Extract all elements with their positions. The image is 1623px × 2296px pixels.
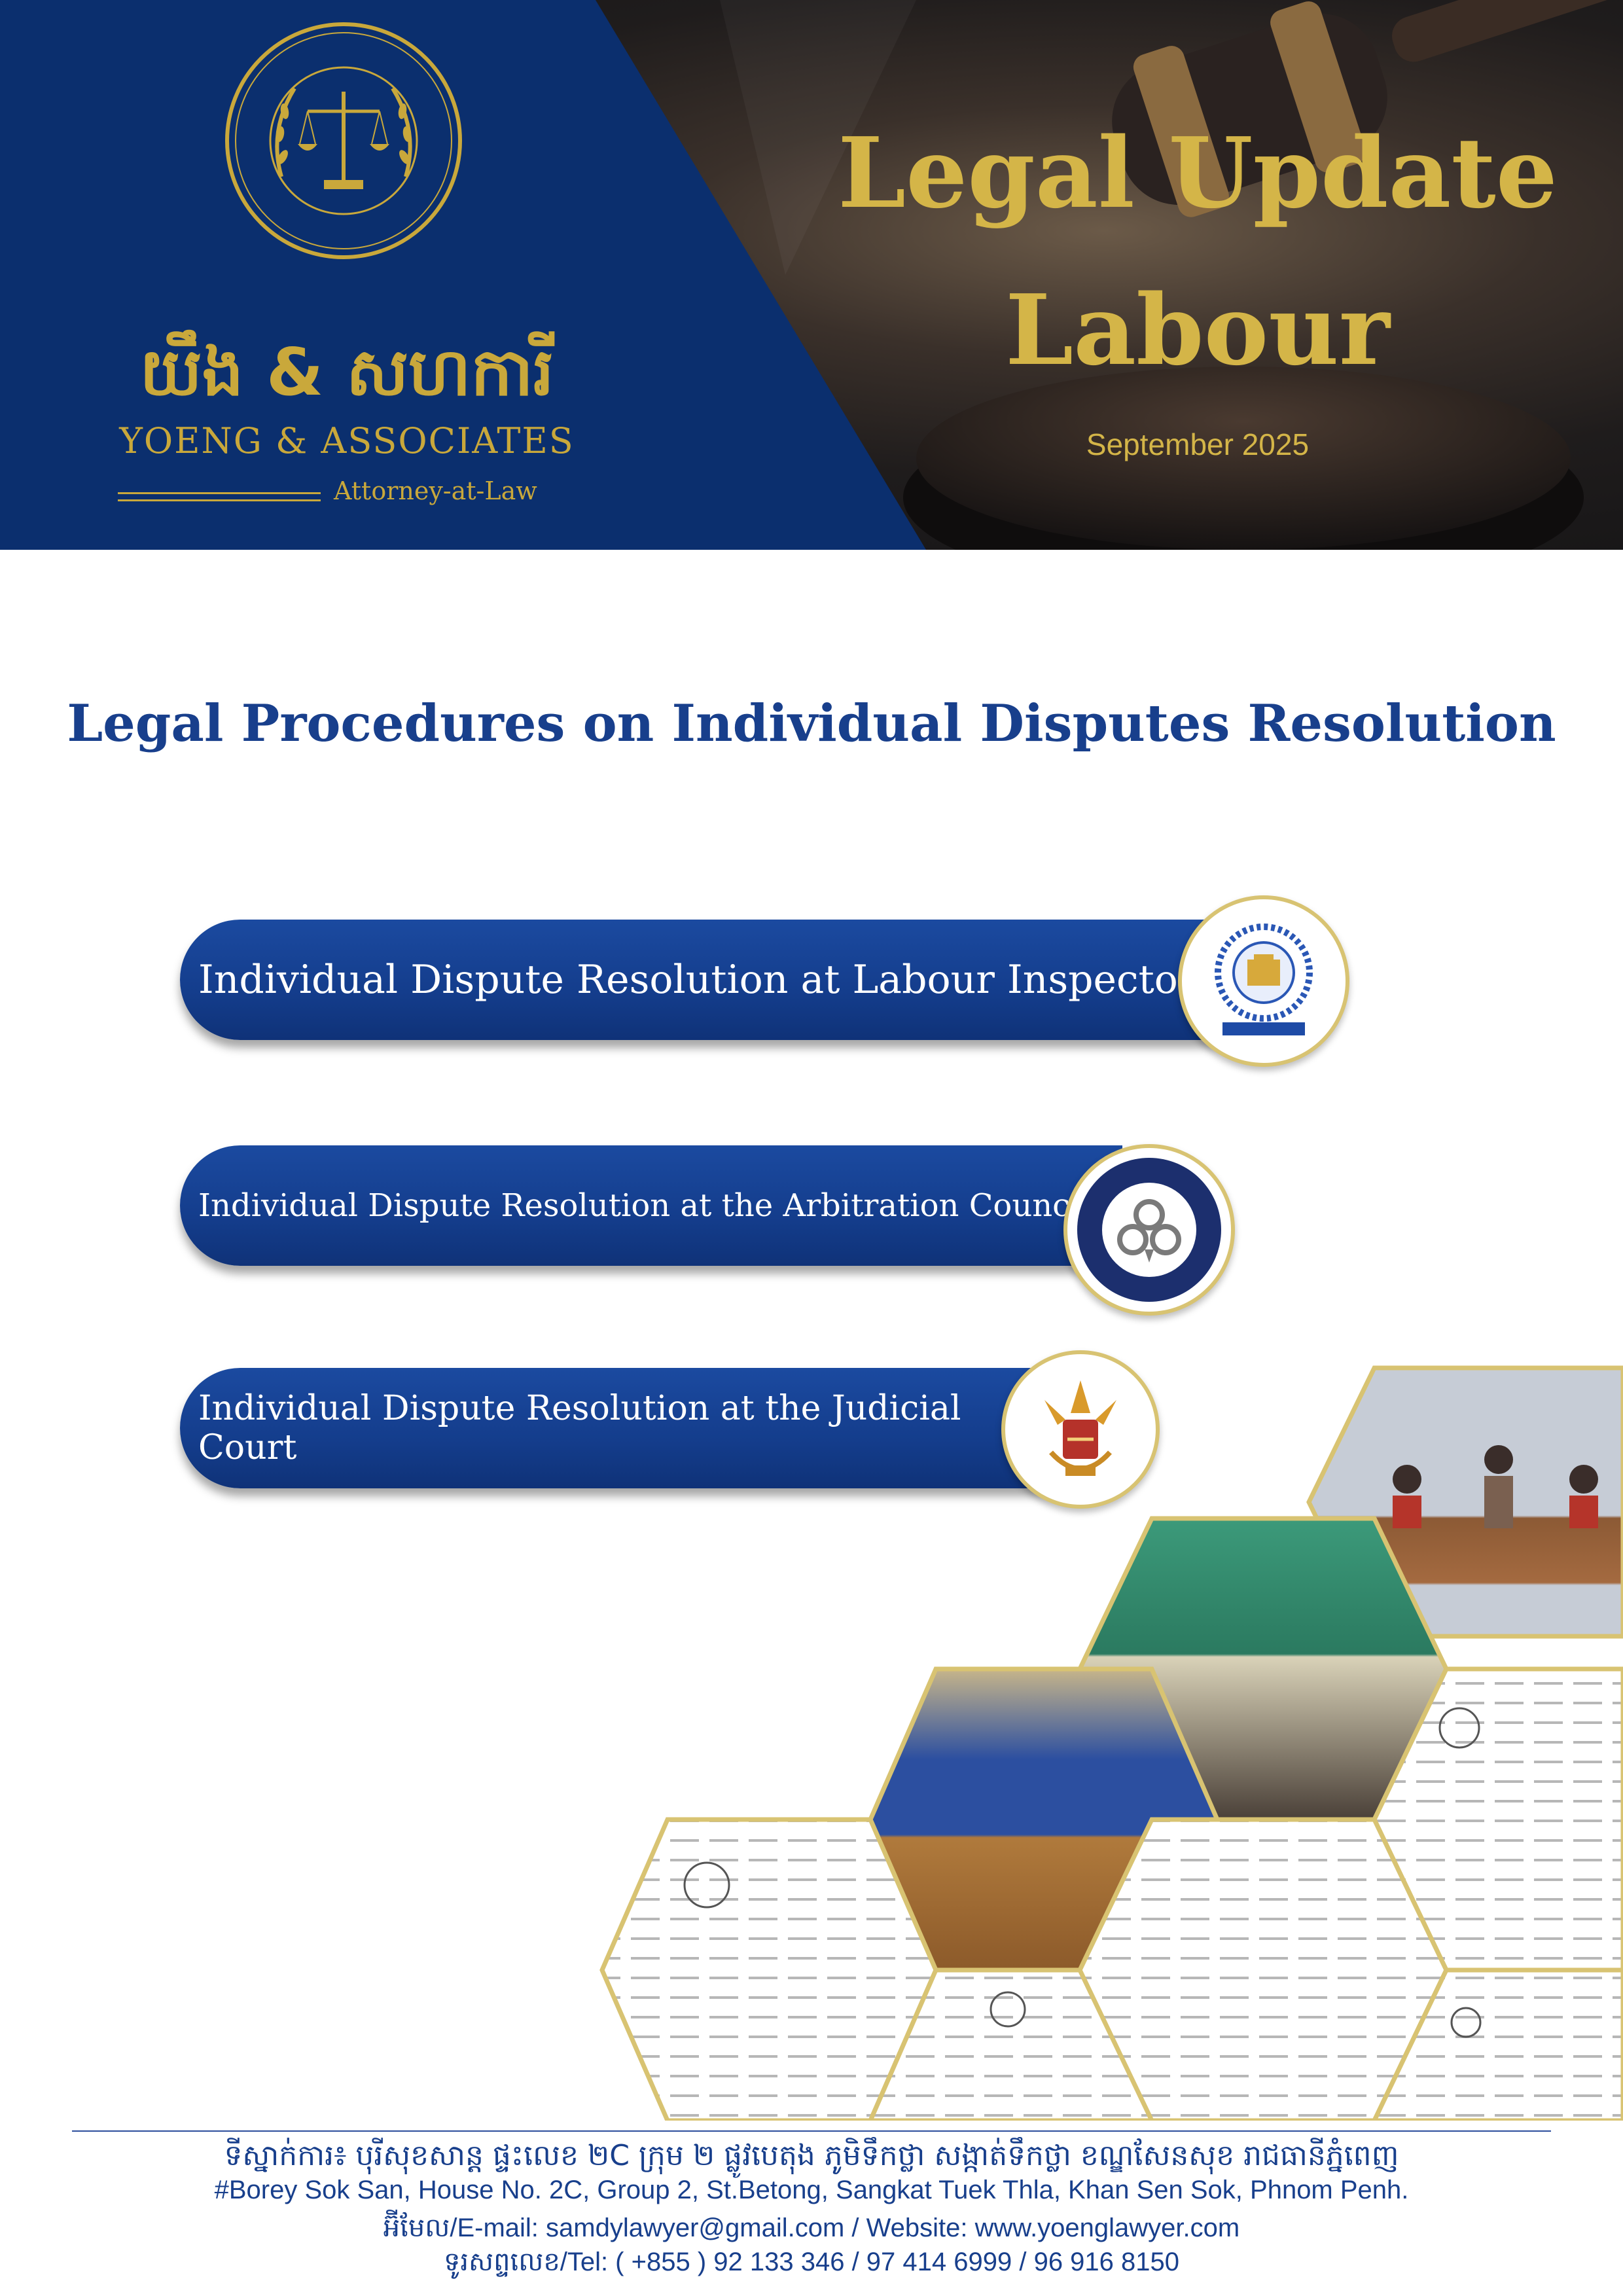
procedure-labour-inspector: Individual Dispute Resolution at Labour … bbox=[180, 920, 1221, 1040]
scales-of-justice-seal-icon bbox=[225, 22, 462, 259]
footer-divider bbox=[72, 2130, 1551, 2132]
header-banner: យឹង & សហការី YOENG & ASSOCIATES Attorney… bbox=[0, 0, 1623, 550]
footer-contact-phone: ទូរសព្ទលេខ/Tel: ( +855 ) 92 133 346 / 97… bbox=[443, 2248, 1180, 2276]
procedure-label: Individual Dispute Resolution at the Arb… bbox=[198, 1187, 1090, 1224]
arbitration-council-emblem-icon bbox=[1063, 1144, 1235, 1316]
judicial-court-emblem-icon bbox=[1001, 1350, 1160, 1509]
footer-address-english: #Borey Sok San, House No. 2C, Group 2, S… bbox=[214, 2176, 1409, 2204]
footer-contact-email: អ៊ីមែល/E-mail: samdylawyer@gmail.com / W… bbox=[383, 2214, 1240, 2242]
firm-name-english: YOENG & ASSOCIATES bbox=[119, 420, 575, 461]
page-title: Legal Procedures on Individual Disputes … bbox=[67, 694, 1556, 753]
footer-address-khmer: ទីស្នាក់ការ៖ បុរីសុខសាន្ត ផ្ទះលេខ ២C ក្រ… bbox=[224, 2139, 1399, 2172]
procedure-label: Individual Dispute Resolution at the Jud… bbox=[198, 1389, 961, 1467]
procedure-label: Individual Dispute Resolution at Labour … bbox=[198, 957, 1197, 1003]
procedure-judicial-court: Individual Dispute Resolution at the Jud… bbox=[180, 1368, 1070, 1488]
general-department-of-labour-emblem-icon bbox=[1178, 895, 1349, 1067]
legal-document bbox=[599, 1817, 938, 2121]
procedure-arbitration-council: Individual Dispute Resolution at the Arb… bbox=[180, 1145, 1122, 1266]
hexagon-photo-collage bbox=[599, 1365, 1623, 2121]
legal-document bbox=[1372, 1967, 1623, 2121]
update-title: Legal Update bbox=[838, 116, 1558, 230]
divider bbox=[118, 492, 321, 494]
divider bbox=[118, 499, 321, 501]
legal-document bbox=[1077, 1817, 1449, 2121]
navy-diagonal-panel bbox=[0, 0, 926, 550]
gavel-illustration bbox=[720, 0, 1623, 550]
update-date: September 2025 bbox=[1086, 427, 1310, 461]
firm-name-khmer: យឹង & សហការី bbox=[139, 334, 554, 410]
firm-logo: យឹង & សហការី YOENG & ASSOCIATES Attorney… bbox=[111, 20, 582, 505]
firm-tagline: Attorney-at-Law bbox=[334, 476, 537, 505]
update-subject: Labour bbox=[1005, 273, 1390, 387]
